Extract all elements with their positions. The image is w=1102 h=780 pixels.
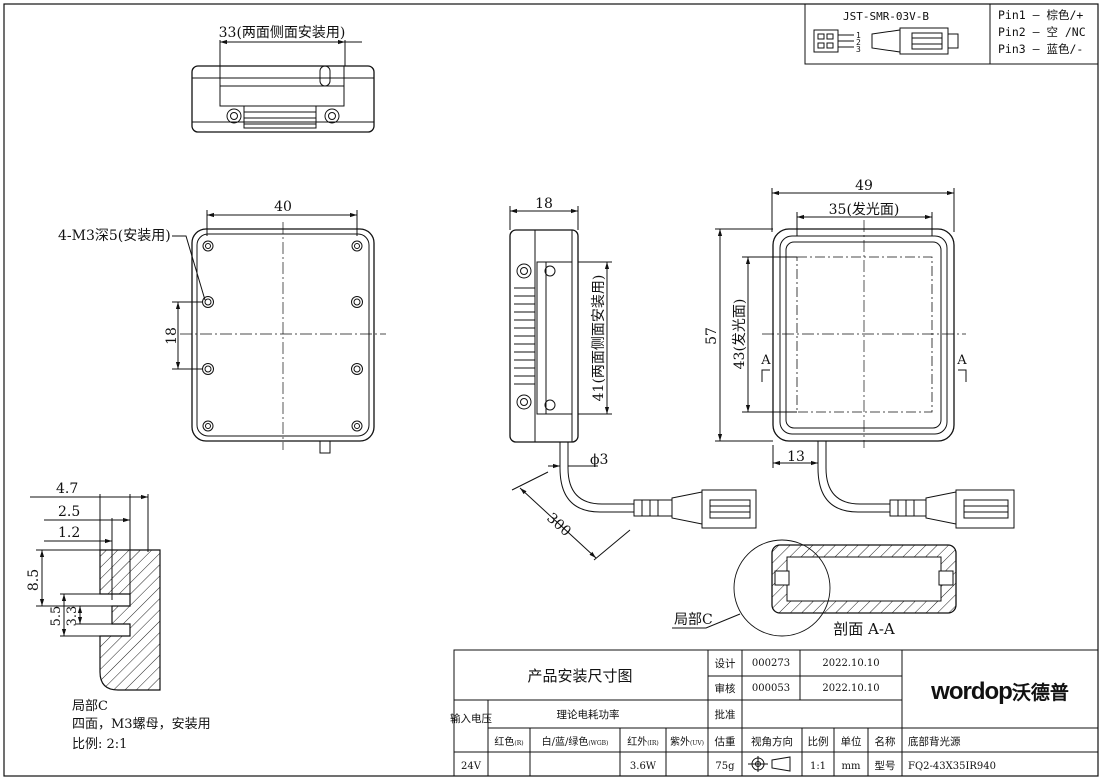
pin-number-1: 1 — [856, 31, 861, 40]
detail-note: 四面，M3螺母，安装用 — [72, 717, 211, 732]
section-mark-right: A — [956, 353, 967, 368]
hole-callout: 4-M3深5(安装用) — [58, 228, 171, 244]
bgw-label: 白/蓝/绿色(WGB) — [542, 735, 609, 748]
top-view: 33(两面侧面安装用) — [191, 25, 375, 133]
detail-dim-1-2: 1.2 — [58, 525, 80, 541]
weight-value: 75g — [715, 761, 735, 772]
review-date: 2022.10.10 — [822, 683, 879, 694]
unit-label: 单位 — [841, 735, 862, 748]
design-number: 000273 — [752, 658, 790, 669]
side-height-dimension: 41(两面侧面安装用) — [591, 275, 607, 402]
connector-socket-icon — [813, 29, 839, 53]
detail-dim-8-5: 8.5 — [26, 569, 42, 591]
connector-model: JST-SMR-03V-B — [843, 10, 929, 23]
detail-view: 4.7 2.5 1.2 8.5 5.5 3.3 局部C 四面，M3螺母，安装用 … — [26, 481, 211, 752]
detail-dim-2-5: 2.5 — [58, 504, 80, 520]
cable-offset-dimension: 13 — [787, 449, 805, 465]
uv-label: 紫外(UV) — [670, 736, 704, 748]
review-number: 000053 — [752, 683, 790, 694]
right-width-dimension: 49 — [855, 178, 873, 194]
voltage-value: 24V — [461, 761, 482, 772]
model-value: FQ2-43X35IR940 — [908, 761, 996, 772]
design-label: 设计 — [715, 657, 736, 670]
emit-height-dimension: 43(发光面) — [732, 299, 748, 370]
connector-box: JST-SMR-03V-B 1 2 3 Pin1 — 棕色/+ Pin2 — 空… — [804, 3, 1099, 65]
detail-title: 局部C — [72, 699, 108, 714]
review-label: 审核 — [715, 682, 736, 695]
view-label: 视角方向 — [751, 735, 793, 748]
input-voltage-label: 输入电压 — [450, 712, 492, 725]
right-view: 49 35(发光面) 57 43(发光面) A A 13 — [704, 178, 1015, 529]
pin1-desc: Pin1 — 棕色/+ — [998, 8, 1083, 22]
weight-label: 估重 — [715, 735, 736, 748]
ir-label: 红外(IR) — [627, 735, 659, 748]
design-date: 2022.10.10 — [822, 658, 879, 669]
unit-value: mm — [842, 761, 861, 772]
pin-number-3: 3 — [856, 45, 861, 54]
detail-dim-3-3: 3.3 — [65, 606, 80, 627]
model-label: 型号 — [875, 759, 896, 772]
pin-number-2: 2 — [856, 38, 861, 47]
scale-label: 比例 — [808, 735, 829, 748]
right-height-dimension: 57 — [704, 327, 720, 345]
red-label: 红色(R) — [494, 735, 523, 748]
pin3-desc: Pin3 — 蓝色/- — [998, 42, 1083, 56]
partial-c-label: 局部C — [674, 612, 713, 628]
mount-holes — [202, 240, 363, 432]
title-block-text: 产品安装尺寸图 设计 000273 2022.10.10 审核 000053 2… — [450, 657, 1069, 772]
sheet-border — [3, 3, 1099, 777]
detail-scale: 比例: 2:1 — [72, 737, 127, 752]
detail-dim-4-7: 4.7 — [56, 481, 78, 497]
detail-dim-5-5: 5.5 — [49, 606, 64, 627]
scale-value: 1:1 — [810, 761, 826, 772]
projection-icon — [748, 756, 791, 772]
side-view: 18 41(两面侧面安装用) ϕ3 — [509, 196, 757, 561]
name-value: 底部背光源 — [908, 735, 961, 748]
name-label: 名称 — [875, 735, 896, 748]
cable-length-dimension: 300 — [543, 510, 574, 540]
front-width-dimension: 40 — [274, 199, 292, 215]
emit-width-dimension: 35(发光面) — [829, 202, 900, 218]
title-block — [453, 649, 1099, 777]
approve-label: 批准 — [715, 708, 736, 721]
drawing-title: 产品安装尺寸图 — [527, 667, 632, 685]
top-width-dimension: 33(两面侧面安装用) — [219, 25, 346, 41]
ir-power-value: 3.6W — [630, 761, 657, 772]
side-width-dimension: 18 — [535, 196, 553, 212]
front-view: 40 18 4-M3深5(安装用) — [58, 199, 386, 454]
section-mark-left: A — [760, 353, 771, 368]
cable-diameter-dimension: ϕ3 — [590, 452, 608, 468]
company-logo: wordop沃德普 — [930, 678, 1069, 705]
theory-power-label: 理论电耗功率 — [557, 708, 620, 721]
connector-plug-icon — [871, 27, 959, 55]
section-label: 剖面 A-A — [833, 620, 895, 638]
hole-spacing-dimension: 18 — [164, 327, 180, 345]
pin2-desc: Pin2 — 空 /NC — [998, 25, 1086, 39]
section-view: 局部C 剖面 A-A — [672, 539, 957, 638]
